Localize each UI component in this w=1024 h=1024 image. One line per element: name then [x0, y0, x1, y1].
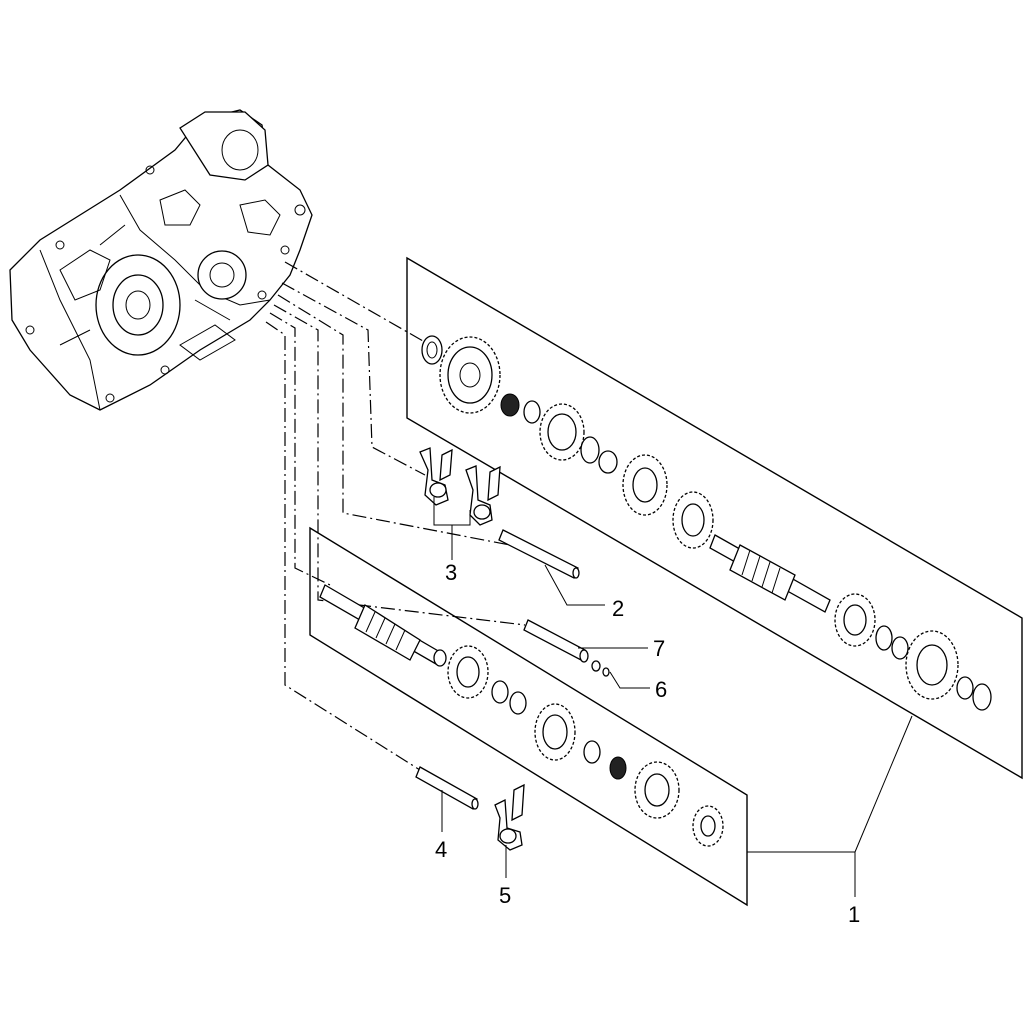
leader-1-upper: [854, 715, 913, 853]
shift-drum-shaft: [523, 619, 589, 663]
callout-4: 4: [435, 837, 447, 862]
bushing: [583, 740, 601, 764]
callout-1: 1: [848, 902, 860, 927]
crankcase-housing: [9, 109, 313, 411]
fork-shaft: [498, 529, 580, 579]
lower-shaft-panel: [309, 526, 748, 907]
washer: [421, 335, 443, 365]
callout-7: 7: [653, 636, 665, 661]
bushing: [598, 450, 618, 474]
washer: [580, 436, 600, 464]
washer: [509, 691, 527, 715]
callout-5: 5: [499, 883, 511, 908]
leader-2: [544, 564, 605, 606]
lower-shaft-assembly: [319, 584, 724, 847]
shift-forks-pair: [419, 447, 501, 526]
callout-2: 2: [612, 596, 624, 621]
leader-6: [609, 671, 650, 689]
washer: [972, 683, 992, 711]
bushing: [891, 636, 909, 660]
alignment-center-lines: [265, 261, 526, 771]
shift-fork-lower: [494, 783, 525, 851]
leader-1-lower: [747, 851, 856, 897]
fork-shaft-lower: [415, 766, 479, 810]
washer: [956, 676, 974, 700]
washer: [491, 680, 509, 704]
needle-bearing: [609, 756, 627, 780]
washer: [523, 400, 541, 424]
callout-3: 3: [445, 560, 457, 585]
callout-6: 6: [655, 677, 667, 702]
upper-shaft-panel: [406, 256, 1023, 780]
washer: [875, 625, 893, 651]
upper-shaft-assembly: [421, 335, 992, 711]
needle-bearing: [500, 393, 520, 417]
small-pin: [591, 660, 610, 677]
